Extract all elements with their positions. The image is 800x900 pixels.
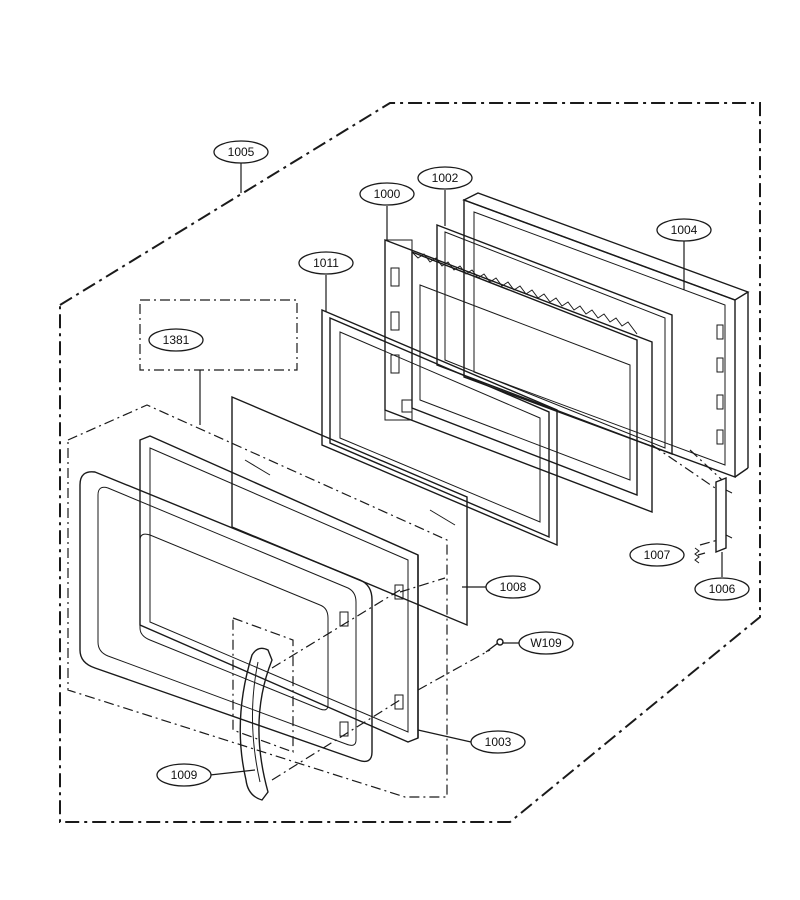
part-1011-choke-frame bbox=[321, 308, 558, 547]
callout-1009-label: 1009 bbox=[171, 768, 198, 782]
callout-1005: 1005 bbox=[213, 140, 269, 164]
callout-1006: 1006 bbox=[694, 577, 750, 601]
part-1002-panel bbox=[436, 223, 673, 456]
callout-1002: 1002 bbox=[417, 166, 473, 190]
part-1000-inner-frame bbox=[384, 238, 653, 514]
callout-1381: 1381 bbox=[148, 328, 204, 352]
callout-1008: 1008 bbox=[485, 575, 541, 599]
callout-w109: W109 bbox=[518, 631, 574, 655]
callout-w109-label: W109 bbox=[530, 636, 562, 650]
part-1009-handle bbox=[239, 647, 273, 801]
part-1004-back-frame bbox=[462, 192, 750, 479]
door-subassembly-boundary bbox=[67, 404, 448, 798]
part-1381-door-front bbox=[79, 471, 373, 763]
callout-1381-label: 1381 bbox=[163, 333, 190, 347]
part-1008-glass bbox=[231, 395, 468, 627]
callout-1002-label: 1002 bbox=[432, 171, 459, 185]
callout-1004-label: 1004 bbox=[671, 223, 698, 237]
callout-1005-label: 1005 bbox=[228, 145, 255, 159]
callout-1003-label: 1003 bbox=[485, 735, 512, 749]
callout-1006-label: 1006 bbox=[709, 582, 736, 596]
callout-1009: 1009 bbox=[156, 763, 212, 787]
callout-1011-label: 1011 bbox=[313, 256, 339, 270]
handle-boundary bbox=[232, 617, 294, 753]
alignment-lines bbox=[271, 444, 723, 781]
part-1003-door-frame bbox=[139, 435, 419, 743]
group-boundary-1381 bbox=[139, 299, 298, 371]
part-1006-latch bbox=[715, 476, 733, 554]
assembly-boundary-1005 bbox=[59, 102, 761, 823]
part-w109-screw bbox=[485, 638, 504, 653]
callout-1004: 1004 bbox=[656, 218, 712, 242]
callout-1000-label: 1000 bbox=[374, 187, 401, 201]
leader-lines bbox=[199, 163, 723, 776]
callout-1003: 1003 bbox=[470, 730, 526, 754]
part-1007-spring bbox=[694, 547, 700, 564]
callout-1007-label: 1007 bbox=[644, 548, 671, 562]
callout-1000: 1000 bbox=[359, 182, 415, 206]
callout-1007: 1007 bbox=[629, 543, 685, 567]
callout-1011: 1011 bbox=[298, 251, 354, 275]
callout-1008-label: 1008 bbox=[500, 580, 527, 594]
